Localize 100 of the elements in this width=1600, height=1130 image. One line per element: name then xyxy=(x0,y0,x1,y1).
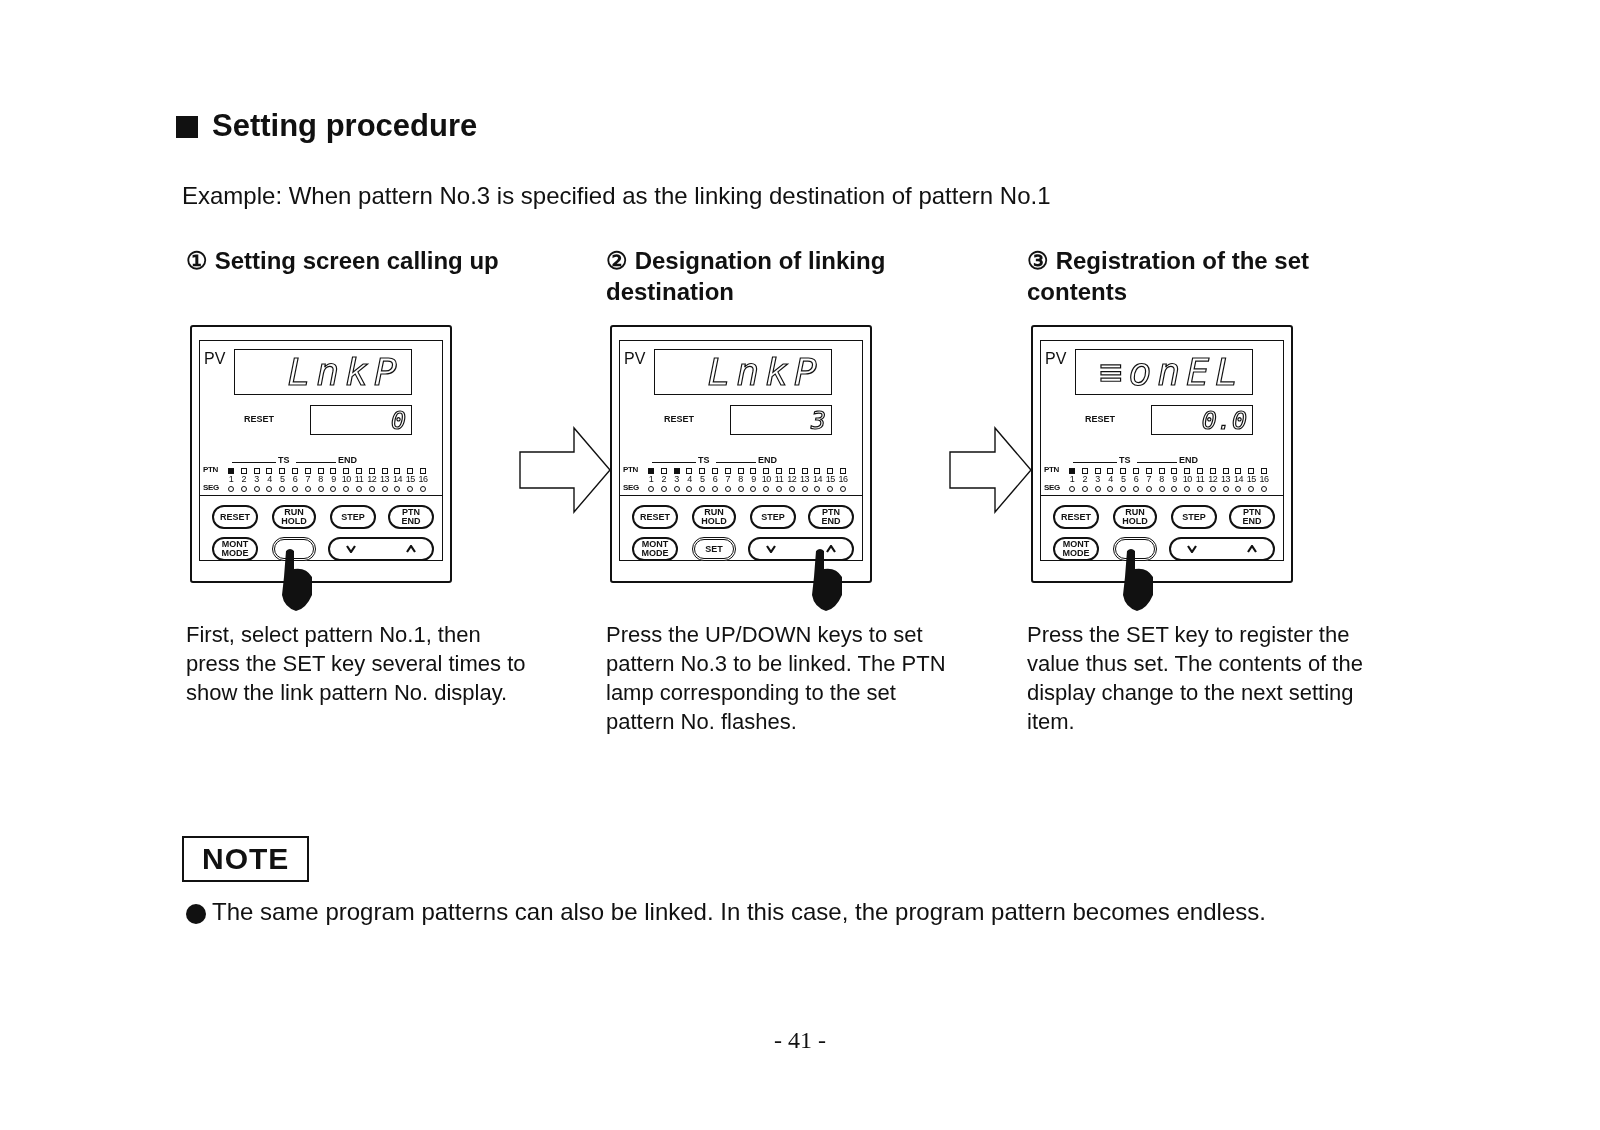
lamp-number: 11 xyxy=(773,475,785,484)
lamp-number: 7 xyxy=(724,475,732,484)
lamp-label: TS xyxy=(1119,456,1131,465)
display-label: PV xyxy=(624,351,646,367)
note-heading: NOTE xyxy=(182,836,310,882)
lamp-label: TS xyxy=(698,456,710,465)
lamp-number: 6 xyxy=(711,475,719,484)
lamp-number: 1 xyxy=(1068,475,1076,484)
page-heading: Setting procedure xyxy=(212,108,478,144)
lamp-number: 8 xyxy=(737,475,744,484)
lamp-number: 15 xyxy=(1245,475,1257,484)
lamp-number: 4 xyxy=(1107,475,1114,484)
lamp-label: END xyxy=(758,456,777,465)
lamp-number: 5 xyxy=(698,475,706,484)
display-readout: 3 xyxy=(810,408,826,433)
lamp-number: 2 xyxy=(240,475,248,484)
block-arrow xyxy=(949,426,1032,514)
lamp-number: 16 xyxy=(1258,475,1270,484)
lamp-number: 13 xyxy=(1220,475,1232,484)
lamp-number: 11 xyxy=(1194,475,1206,484)
lamp-number: 3 xyxy=(253,475,260,484)
lamp-number: 10 xyxy=(760,475,772,484)
mode-key: MONT MODE xyxy=(1053,537,1099,561)
set-key: SET xyxy=(692,537,736,561)
lamp-number: 9 xyxy=(750,475,757,484)
reset-key: RESET xyxy=(1053,505,1099,529)
run-hold-key: RUN HOLD xyxy=(692,505,736,529)
lamp-number: 12 xyxy=(366,475,378,484)
lamp-number: 10 xyxy=(340,475,352,484)
lamp-number: 13 xyxy=(799,475,811,484)
lamp-number: 4 xyxy=(266,475,273,484)
lamp-number: 14 xyxy=(1232,475,1244,484)
lamp-number: 1 xyxy=(647,475,655,484)
display-readout: 0 xyxy=(390,408,406,433)
mode-key: MONT MODE xyxy=(212,537,258,561)
display-readout: LnkP xyxy=(707,353,823,391)
block-arrow xyxy=(519,426,611,514)
lamp-number: 11 xyxy=(353,475,365,484)
lamp-label: TS xyxy=(278,456,290,465)
lamp-number: 1 xyxy=(227,475,235,484)
lamp-number: 9 xyxy=(1171,475,1178,484)
reset-key: RESET xyxy=(212,505,258,529)
lamp-number: 16 xyxy=(417,475,429,484)
reset-key: RESET xyxy=(632,505,678,529)
lamp-label: SEG xyxy=(623,484,639,492)
lamp-number: 8 xyxy=(317,475,324,484)
step-description: Press the UP/DOWN keys to set pattern No.3 to be linked. The PTN lamp corresponding to the set pattern No. flashes. xyxy=(606,621,947,736)
lamp-number: 2 xyxy=(1081,475,1089,484)
lamp-number: 14 xyxy=(391,475,403,484)
lamp-label: PTN xyxy=(1044,466,1060,474)
pattern-end-key: PTN END xyxy=(808,505,854,529)
example-text: Example: When pattern No.3 is specified as the linking destination of pattern No.1 xyxy=(182,182,1051,210)
mode-key: MONT MODE xyxy=(632,537,678,561)
lamp-number: 6 xyxy=(291,475,299,484)
run-hold-key: RUN HOLD xyxy=(272,505,316,529)
lamp-label: PTN xyxy=(203,466,219,474)
lamp-number: 7 xyxy=(304,475,312,484)
lamp-number: 3 xyxy=(1094,475,1101,484)
pattern-end-key: PTN END xyxy=(1229,505,1275,529)
lamp-number: 2 xyxy=(660,475,668,484)
lamp-number: 7 xyxy=(1145,475,1153,484)
lamp-number: 9 xyxy=(330,475,337,484)
run-hold-key: RUN HOLD xyxy=(1113,505,1157,529)
display-label: RESET xyxy=(1085,415,1115,424)
lamp-number: 16 xyxy=(837,475,849,484)
lamp-number: 12 xyxy=(1207,475,1219,484)
lamp-label: PTN xyxy=(623,466,639,474)
lamp-number: 5 xyxy=(1119,475,1127,484)
lamp-number: 6 xyxy=(1132,475,1140,484)
lamp-number: 3 xyxy=(673,475,680,484)
lamp-number: 15 xyxy=(824,475,836,484)
step-key: STEP xyxy=(1171,505,1217,529)
display-readout: LnkP xyxy=(287,353,403,391)
page-number: - 41 - xyxy=(773,1027,827,1054)
lamp-label: SEG xyxy=(1044,484,1060,492)
display-label: RESET xyxy=(664,415,694,424)
step-heading: ① Setting screen calling up xyxy=(186,246,500,276)
lamp-number: 5 xyxy=(278,475,286,484)
lamp-number: 12 xyxy=(786,475,798,484)
lamp-label: END xyxy=(1179,456,1198,465)
step-description: Press the SET key to register the value thus set. The contents of the display change to the next setting item. xyxy=(1027,621,1364,736)
lamp-number: 8 xyxy=(1158,475,1165,484)
note-text: The same program patterns can also be linked. In this case, the program pattern becomes endless. xyxy=(212,898,1266,926)
display-label: PV xyxy=(1045,351,1067,367)
step-description: First, select pattern No.1, then press the SET key several times to show the link pattern No. display. xyxy=(186,621,526,707)
display-readout: ≡onEL xyxy=(1099,353,1244,391)
display-label: RESET xyxy=(244,415,274,424)
display-readout: 0.0 xyxy=(1201,408,1247,433)
lamp-number: 10 xyxy=(1181,475,1193,484)
lamp-number: 14 xyxy=(811,475,823,484)
step-key: STEP xyxy=(330,505,376,529)
lamp-label: END xyxy=(338,456,357,465)
lamp-label: SEG xyxy=(203,484,219,492)
step-key: STEP xyxy=(750,505,796,529)
lamp-number: 15 xyxy=(404,475,416,484)
pattern-end-key: PTN END xyxy=(388,505,434,529)
display-label: PV xyxy=(204,351,226,367)
step-heading: ③ Registration of the set contents xyxy=(1027,246,1311,307)
lamp-number: 13 xyxy=(379,475,391,484)
step-heading: ② Designation of linking destination xyxy=(606,246,887,307)
